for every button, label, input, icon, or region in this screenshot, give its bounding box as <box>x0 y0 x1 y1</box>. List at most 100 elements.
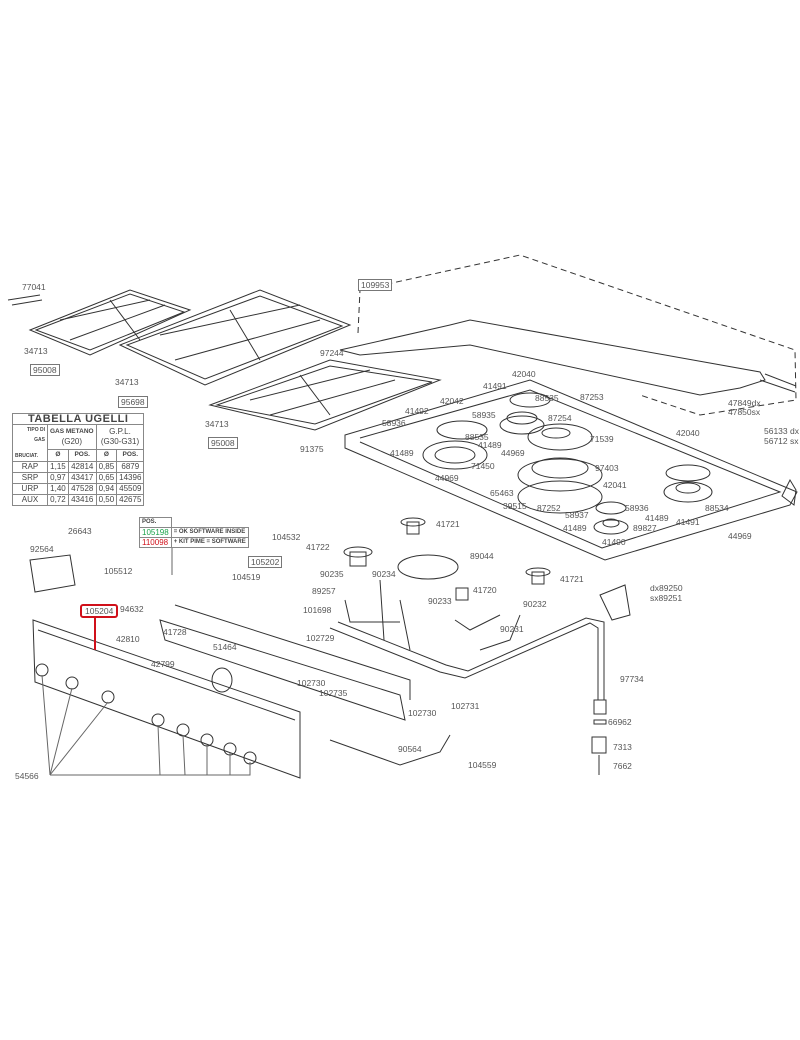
gas-inlet <box>591 699 607 775</box>
part-number-label: 58935 <box>472 410 496 420</box>
cell: 42675 <box>116 494 145 506</box>
col-pos: POS. <box>67 448 97 463</box>
part-number-label: 102731 <box>451 701 480 711</box>
part-number-label: 41490 <box>602 537 626 547</box>
part-number-label: 26643 <box>68 526 92 536</box>
burners <box>422 392 713 535</box>
bracket-dx-sx <box>599 584 631 621</box>
part-number-label: 41721 <box>436 519 460 529</box>
part-number-label: 41720 <box>473 585 497 595</box>
part-number-label: 41491 <box>676 517 700 527</box>
grate-rubber-feet <box>7 294 43 306</box>
gas1-code: (G20) <box>61 437 83 447</box>
table-title: TABELLA UGELLI <box>11 413 145 425</box>
software-pos-box: POS. 105198= OK SOFTWARE INSIDE 110098+ … <box>139 517 249 548</box>
nozzle-table: TABELLA UGELLI TIPO DI GAS BRUCIAT. GAS … <box>11 413 145 506</box>
part-number-label: 41489 <box>563 523 587 533</box>
part-number-label: 95008 <box>208 437 238 449</box>
part-number-label: 34713 <box>24 346 48 356</box>
part-number-label: 77041 <box>22 282 46 292</box>
panel-support <box>159 604 411 721</box>
cell: 45509 <box>116 483 145 495</box>
gas2-label: G.P.L. <box>109 426 131 436</box>
part-number-label: 104559 <box>468 760 497 770</box>
part-number-label: 104532 <box>272 532 301 542</box>
part-number-label: 90231 <box>500 624 524 634</box>
part-number-label: 97403 <box>595 463 619 473</box>
burner: URP <box>12 483 48 495</box>
ignition-module <box>29 554 76 593</box>
knob-leader-lines <box>41 674 251 776</box>
burner-cups <box>343 517 551 601</box>
part-number-label: 42799 <box>151 659 175 669</box>
part-number-label: 102730 <box>297 678 326 688</box>
part-number-label: 91375 <box>300 444 324 454</box>
side-bracket <box>781 478 797 506</box>
part-number-label: 41492 <box>405 406 429 416</box>
col-diam: Ø <box>47 448 69 463</box>
part-number-label: 95698 <box>118 396 148 408</box>
part-number-label: 87252 <box>537 503 561 513</box>
part-number-label: 102735 <box>319 688 348 698</box>
part-number-label: 7662 <box>613 761 632 771</box>
knobs <box>35 663 257 765</box>
part-number-label: 51464 <box>213 642 237 652</box>
control-panel-105204 <box>32 619 301 779</box>
part-number-label: 97734 <box>620 674 644 684</box>
grate-left <box>28 289 192 356</box>
part-number-label: 56133 dx <box>764 426 799 436</box>
part-number-label: 71539 <box>590 434 614 444</box>
col-diam: Ø <box>95 448 118 463</box>
grate-middle <box>118 289 352 386</box>
cell: 14396 <box>116 472 145 484</box>
cell: 1,40 <box>47 483 69 495</box>
part-number-label: 87253 <box>580 392 604 402</box>
part-number-label: sx89251 <box>650 593 683 603</box>
cell: 0,72 <box>47 494 69 506</box>
part-number-label: 92564 <box>30 544 54 554</box>
cooktop <box>344 379 798 561</box>
part-number-label: 42040 <box>676 428 700 438</box>
part-number-label: 54566 <box>15 771 39 781</box>
gas-pipe <box>329 617 605 700</box>
part-number-label: 89044 <box>470 551 494 561</box>
part-number-label: 66962 <box>608 717 632 727</box>
part-number-label: 109953 <box>358 279 393 291</box>
cell: 0,85 <box>95 461 118 473</box>
lid-panel <box>339 319 766 396</box>
cell: 43417 <box>67 472 97 484</box>
part-number-label: 47850sx <box>728 407 761 417</box>
grate-right <box>208 359 442 431</box>
part-number-label: 44969 <box>728 531 752 541</box>
part-number-label: 39515 <box>503 501 527 511</box>
cell: 1,15 <box>47 461 69 473</box>
part-number-label: 90233 <box>428 596 452 606</box>
pos-text-ok: = OK SOFTWARE INSIDE <box>170 527 249 538</box>
part-number-label: 41489 <box>478 440 502 450</box>
part-number-label: 41489 <box>390 448 414 458</box>
wiring-harness <box>329 734 451 766</box>
burner: AUX <box>12 494 48 506</box>
part-number-label: 44969 <box>435 473 459 483</box>
pos-header: POS. <box>139 517 172 528</box>
part-number-label: 90235 <box>320 569 344 579</box>
part-number-label: 89827 <box>633 523 657 533</box>
part-number-label: 90564 <box>398 744 422 754</box>
part-number-label: 44969 <box>501 448 525 458</box>
burner: RAP <box>12 461 48 473</box>
part-number-label: dx89250 <box>650 583 683 593</box>
corner-bottom: BRUCIAT. <box>15 453 38 459</box>
part-number-label: 58936 <box>382 418 406 428</box>
part-number-label: 88534 <box>705 503 729 513</box>
cell: 43416 <box>67 494 97 506</box>
burner: SRP <box>12 472 48 484</box>
part-number-label: 42041 <box>603 480 627 490</box>
cell: 0,50 <box>95 494 118 506</box>
cell: 47528 <box>67 483 97 495</box>
part-number-label: 104519 <box>232 572 261 582</box>
part-number-label: 42040 <box>512 369 536 379</box>
part-number-label: 105202 <box>248 556 283 568</box>
